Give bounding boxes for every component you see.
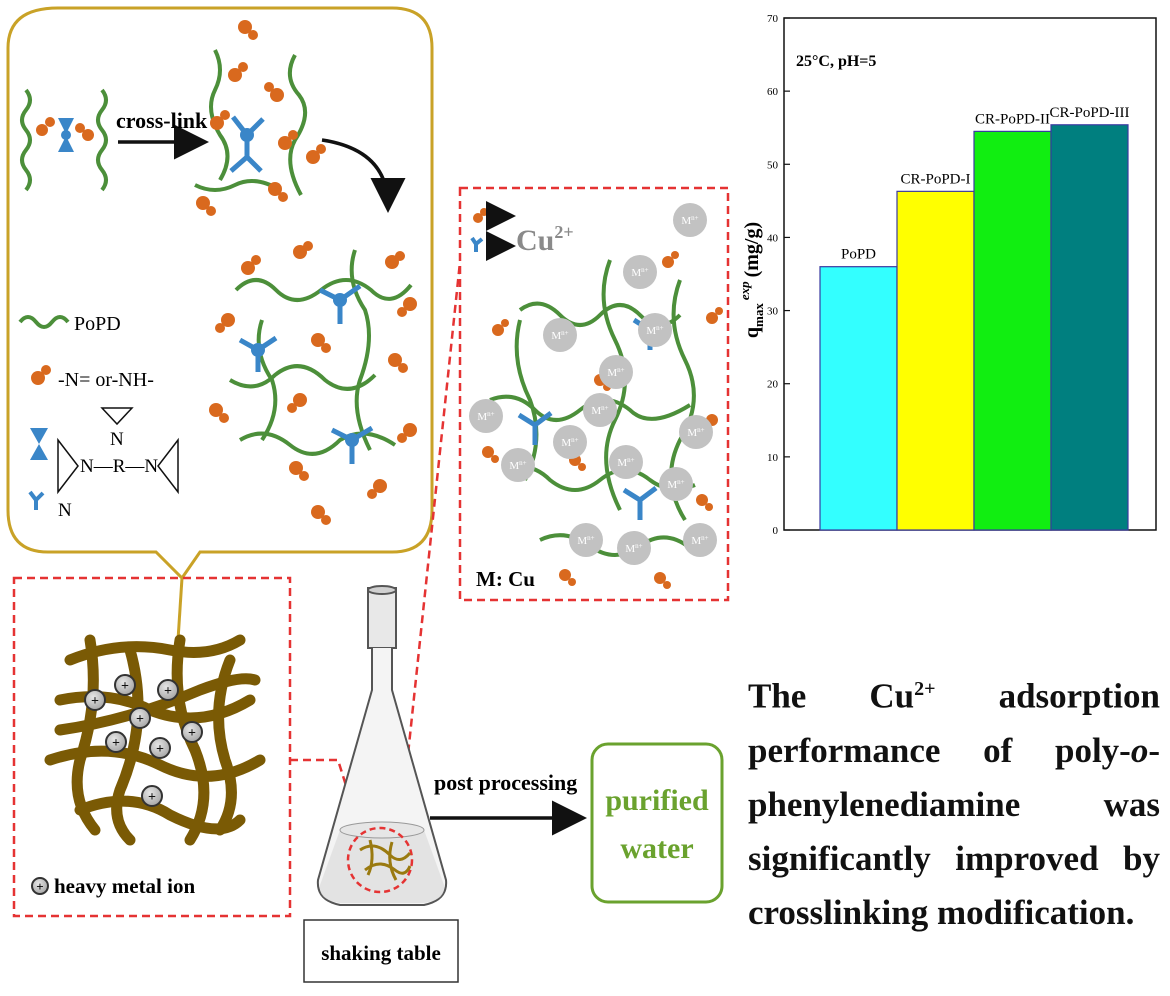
metal-note: M: Cu [476, 567, 535, 591]
y-tick-label: 30 [767, 306, 779, 318]
svg-text:Mn+: Mn+ [617, 456, 634, 469]
bar-label-1: PoPD [841, 247, 876, 263]
bar-label-3: CR-PoPD-II [975, 111, 1050, 127]
bar-1 [819, 266, 898, 531]
sponge-frame [12, 576, 292, 918]
monomer-pair [20, 88, 108, 192]
network-cluster-2 [209, 241, 417, 525]
chart-annotation: 25°C, pH=5 [796, 53, 876, 70]
flask-stopper [367, 587, 397, 649]
cu-ion-label: Cu2+ [516, 222, 574, 257]
svg-text:Mn+: Mn+ [691, 534, 708, 547]
water-label: water [620, 832, 693, 865]
bars [819, 124, 1129, 531]
bar-3 [973, 130, 1052, 531]
shaking-table-box [303, 919, 459, 983]
flask: shaking table [303, 585, 459, 983]
svg-text:+: + [91, 694, 99, 709]
crosslink-inset: cross-link [6, 6, 434, 641]
svg-text:Mn+: Mn+ [607, 366, 624, 379]
svg-text:+: + [156, 742, 164, 757]
popd-chain-icon [18, 315, 70, 329]
formula-main: N—R—N [80, 456, 158, 477]
curved-arrow [321, 138, 406, 213]
svg-text:+: + [148, 790, 156, 805]
svg-text:Mn+: Mn+ [625, 542, 642, 555]
sponge-fibers [44, 634, 266, 846]
network-cluster-1 [194, 20, 326, 216]
connector-flask-adsorption [398, 261, 462, 831]
summary-text: The Cu2+ adsorption performance of poly-… [748, 676, 1160, 932]
svg-text:+: + [36, 879, 43, 894]
heavy-metal-ions: + + + + + + + + [84, 674, 203, 807]
bar-4 [1050, 124, 1129, 531]
legend-popd: PoPD [74, 313, 121, 335]
svg-text:+: + [188, 726, 196, 741]
shaking-table-label: shaking table [321, 941, 441, 965]
amine-group-icon [31, 371, 45, 385]
formula-bottom-n: N [58, 500, 72, 521]
purified-water-box [590, 742, 724, 904]
legend-heavy-metal: heavy metal ion [54, 874, 195, 898]
svg-text:Mn+: Mn+ [577, 534, 594, 547]
y-tick-label: 40 [767, 232, 779, 244]
svg-text:Mn+: Mn+ [631, 266, 648, 279]
y-axis-label: qmaxexp(mg/g) [737, 222, 766, 338]
svg-text:+: + [121, 679, 129, 694]
legend-amine: -N= or-NH- [58, 369, 154, 391]
y-tick-label: 0 [773, 525, 779, 537]
y-tick-label: 60 [767, 86, 779, 98]
bar-label-2: CR-PoPD-I [900, 171, 970, 187]
svg-text:Mn+: Mn+ [509, 459, 526, 472]
svg-text:Mn+: Mn+ [667, 478, 684, 491]
bar-label-4: CR-PoPD-III [1049, 105, 1129, 121]
svg-text:+: + [136, 712, 144, 727]
y-tick-label: 50 [767, 159, 779, 171]
svg-text:Mn+: Mn+ [477, 410, 494, 423]
adsorption-panel: Cu2+ [458, 186, 730, 602]
y-tick-label: 70 [767, 13, 779, 25]
svg-text:Mn+: Mn+ [646, 324, 663, 337]
y-axis-ticks: 0 10 20 30 40 50 60 70 [767, 13, 790, 537]
ion-legend-icon [31, 877, 49, 895]
flask-sample-highlight [346, 826, 414, 894]
svg-text:Mn+: Mn+ [561, 436, 578, 449]
crosslink-label: cross-link [116, 108, 208, 133]
crosslinker-icon-large [30, 428, 48, 444]
adsorption-frame [458, 186, 730, 602]
svg-text:Mn+: Mn+ [591, 404, 608, 417]
svg-text:+: + [164, 684, 172, 699]
y-tick-label: 10 [767, 452, 779, 464]
inset-pointer [176, 577, 184, 641]
crosslinker-icon-small [28, 490, 45, 510]
metal-ion-cloud [469, 203, 717, 565]
svg-text:Mn+: Mn+ [551, 329, 568, 342]
svg-text:Mn+: Mn+ [687, 426, 704, 439]
bar-2 [896, 190, 975, 531]
y-tick-label: 20 [767, 379, 779, 391]
svg-text:+: + [112, 736, 120, 751]
metal-ion-labels: Mn+ Mn+ Mn+ Mn+ Mn+ Mn+ Mn+ Mn+ Mn+ Mn+ … [477, 214, 708, 555]
formula-top-n: N [110, 429, 124, 450]
inset-legend: PoPD -N= or-NH- N N—R—N N [18, 313, 179, 521]
svg-text:Mn+: Mn+ [681, 214, 698, 227]
purified-label: purified [605, 784, 709, 817]
sponge-panel: + + + + + + + + + heavy metal ion [12, 576, 292, 918]
post-processing-label: post processing [434, 770, 577, 795]
